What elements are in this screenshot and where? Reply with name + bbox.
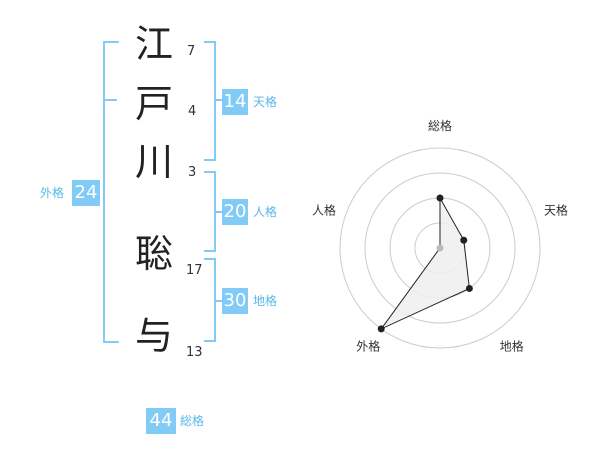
stroke-count-1: 7 — [187, 44, 196, 59]
radar-axis-label-1: 総格 — [428, 118, 452, 133]
gaikaku-bracket-tick — [103, 99, 117, 101]
jinkaku-value: 20 — [222, 199, 248, 225]
chikaku-bracket-tick — [216, 300, 222, 302]
name-char-1: 江 — [134, 22, 173, 66]
stroke-count-4: 17 — [186, 263, 203, 278]
stroke-count-2: 4 — [188, 104, 197, 119]
radar-center-point — [436, 244, 444, 252]
gaikaku-label: 外格 — [40, 186, 65, 200]
name-char-3: 川 — [134, 140, 173, 184]
tenkaku-value: 14 — [222, 89, 248, 115]
radar-axis-label-3: 地格 — [500, 339, 524, 354]
stroke-count-3: 3 — [188, 165, 197, 180]
name-char-5: 与 — [134, 314, 173, 358]
name-char-4: 聡 — [134, 232, 173, 276]
gaikaku-value: 24 — [72, 180, 100, 206]
radar-grid-ring — [339, 147, 541, 349]
tenkaku-label: 天格 — [253, 95, 278, 109]
radar-point-1 — [436, 194, 444, 202]
gaikaku-bracket — [103, 41, 119, 343]
chikaku-value: 30 — [222, 288, 248, 314]
tenkaku-bracket-tick — [216, 99, 222, 101]
radar-series-area — [379, 196, 470, 331]
radar-point-4 — [377, 325, 385, 333]
jinkaku-bracket-tick — [216, 211, 222, 213]
chikaku-label: 地格 — [253, 294, 278, 308]
radar-grid-ring — [364, 172, 516, 324]
radar-point-3 — [465, 284, 473, 292]
jinkaku-bracket — [204, 171, 216, 252]
chikaku-bracket — [204, 258, 216, 342]
soukaku-value: 44 — [146, 408, 176, 434]
radar-point-2 — [460, 236, 468, 244]
jinkaku-label: 人格 — [253, 205, 278, 219]
radar-axis-label-4: 外格 — [356, 339, 380, 354]
radar-axis-label-2: 天格 — [544, 202, 568, 217]
soukaku-label: 総格 — [180, 414, 205, 428]
name-char-2: 戸 — [134, 82, 173, 126]
stroke-count-5: 13 — [186, 345, 203, 360]
radar-axis-label-5: 人格 — [312, 202, 336, 217]
tenkaku-bracket — [204, 41, 216, 161]
